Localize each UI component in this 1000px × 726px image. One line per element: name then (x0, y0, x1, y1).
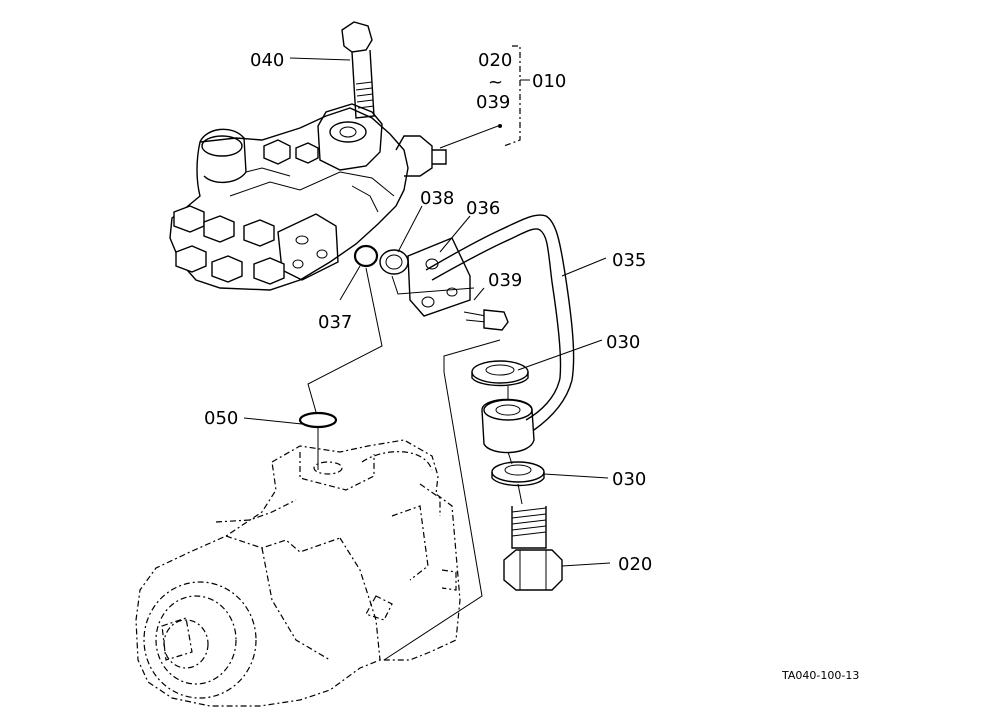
bolt-040 (341, 21, 375, 119)
plug-bolts (173, 139, 319, 285)
drawing-code: TA040-100-13 (781, 669, 859, 682)
control-valve-assembly (169, 103, 447, 291)
pipe-035 (425, 214, 575, 431)
seal-038 (379, 249, 409, 275)
label-039-range-end: 039 (476, 92, 510, 113)
label-039: 039 (488, 270, 522, 291)
label-030-lower: 030 (612, 469, 646, 490)
label-range-tilde: ~ (488, 72, 503, 93)
label-035: 035 (612, 250, 646, 271)
label-020-range-start: 020 (478, 50, 512, 71)
banjo-eye (481, 398, 535, 454)
label-037: 037 (318, 312, 352, 333)
label-050: 050 (204, 408, 238, 429)
label-030-upper: 030 (606, 332, 640, 353)
o-ring-050 (298, 411, 338, 429)
washer-030-lower (491, 461, 545, 487)
label-036: 036 (466, 198, 500, 219)
washer-030-upper (471, 360, 529, 387)
bolt-039 (463, 309, 509, 331)
leader-lines (243, 45, 611, 567)
hydraulic-pump (135, 439, 461, 707)
label-010: 010 (532, 71, 566, 92)
o-ring-037 (353, 244, 379, 268)
assembly-guide-lines (307, 267, 523, 661)
label-040: 040 (250, 50, 284, 71)
label-038: 038 (420, 188, 454, 209)
banjo-bolt-020 (503, 506, 563, 591)
label-020: 020 (618, 554, 652, 575)
